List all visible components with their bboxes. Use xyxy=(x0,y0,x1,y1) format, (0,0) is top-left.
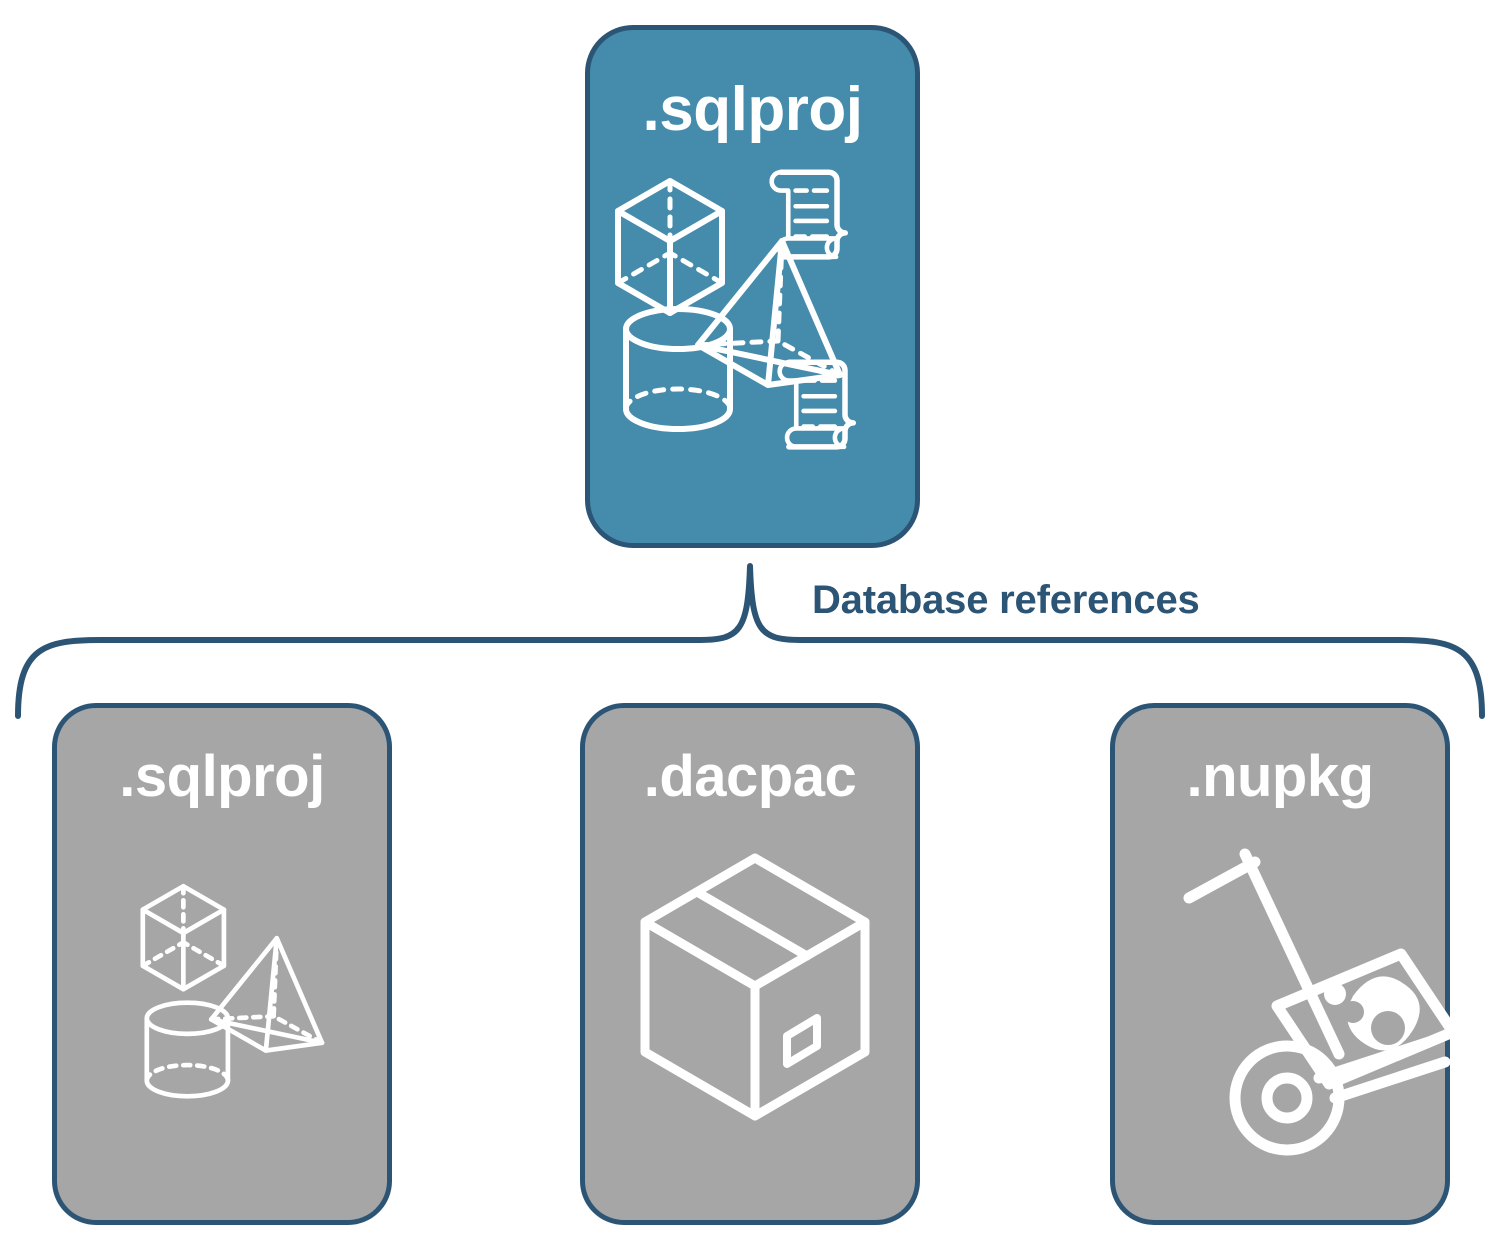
pyramid-wireframe-icon xyxy=(695,238,843,388)
connector-label-database-references: Database references xyxy=(812,578,1200,622)
node-art-root-sqlproj xyxy=(590,145,915,543)
scroll-script-icon xyxy=(769,169,849,260)
cylinder-wireframe-icon xyxy=(144,1000,231,1099)
node-card-dacpac[interactable]: .dacpac xyxy=(580,703,920,1225)
node-card-ref-sqlproj[interactable]: .sqlproj xyxy=(52,703,392,1225)
node-art-dacpac xyxy=(585,810,915,1220)
pyramid-wireframe-icon xyxy=(208,935,325,1053)
node-title-root-sqlproj: .sqlproj xyxy=(642,75,863,144)
cube-wireframe-icon xyxy=(140,883,227,992)
cylinder-wireframe-icon xyxy=(623,306,733,432)
node-title-nupkg: .nupkg xyxy=(1186,744,1374,809)
node-card-root-sqlproj[interactable]: .sqlproj xyxy=(585,25,920,548)
node-card-nupkg[interactable]: .nupkg xyxy=(1110,703,1455,1225)
node-title-dacpac: .dacpac xyxy=(643,744,857,809)
package-box-icon xyxy=(640,853,870,1121)
node-title-ref-sqlproj: .sqlproj xyxy=(119,744,325,809)
hand-truck-package-icon xyxy=(1183,848,1455,1156)
scroll-script-icon xyxy=(777,359,857,450)
node-art-ref-sqlproj xyxy=(57,810,387,1220)
cube-wireframe-icon xyxy=(615,178,725,316)
node-art-nupkg xyxy=(1115,810,1455,1220)
